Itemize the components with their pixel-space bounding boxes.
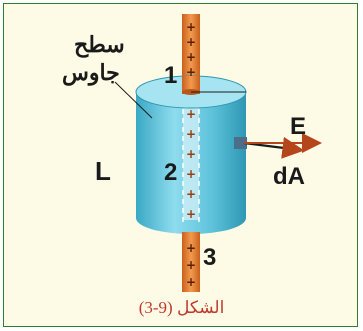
charged-rod-top — [182, 14, 200, 94]
plus-charge: + — [186, 275, 196, 289]
plus-charge: + — [186, 147, 196, 161]
length-label: L — [95, 156, 111, 186]
plus-charge: + — [186, 20, 196, 34]
figure-caption: الشكل (9-3) — [138, 298, 225, 317]
surface-label-line1: سطح — [74, 32, 125, 58]
surface-pointer — [114, 81, 153, 119]
plus-charge: + — [186, 258, 196, 272]
surface-label-line2: جاوس — [62, 60, 120, 86]
area-vector — [243, 136, 305, 159]
field-label: E — [290, 113, 306, 140]
plus-charge: + — [186, 187, 196, 201]
plus-charge: + — [186, 107, 196, 121]
area-element — [234, 137, 247, 149]
rod-charges: +++++++++++++ — [186, 20, 196, 289]
plus-charge: + — [186, 167, 196, 181]
plus-charge: + — [186, 241, 196, 255]
inner-rod — [183, 94, 199, 220]
plus-charge: + — [186, 65, 196, 79]
area-label: dA — [273, 163, 305, 190]
plus-charge: + — [186, 50, 196, 64]
plus-charge: + — [186, 207, 196, 221]
region-2-label: 2 — [164, 159, 177, 186]
region-1-label: 1 — [164, 62, 177, 89]
plus-charge: + — [186, 127, 196, 141]
charged-rod-bottom — [182, 232, 200, 292]
region-3-label: 3 — [203, 244, 216, 271]
plus-charge: + — [186, 35, 196, 49]
